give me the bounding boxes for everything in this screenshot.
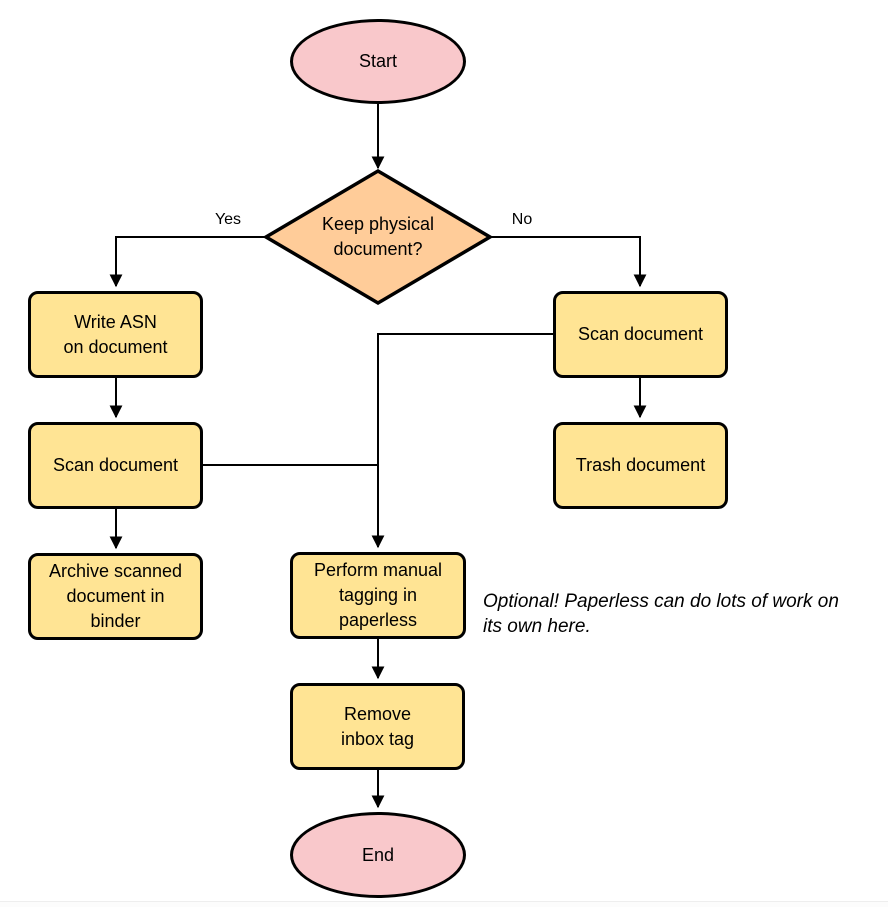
annotation-optional-paperless: Optional! Paperless can do lots of work …: [483, 591, 839, 637]
node-decision-keep-physical-document: Keep physical document?: [321, 214, 435, 259]
node-archive-scanned-document-in-binder: Archive scanned document in binder: [28, 553, 203, 640]
node-perform-manual-tagging-in-paperless: Perform manual tagging in paperless: [290, 552, 466, 639]
edge-label-no: No: [511, 211, 533, 228]
edge-decision-yes-to-write-asn: [109, 236, 266, 288]
node-end: End: [290, 812, 466, 898]
node-trash-document: Trash document: [553, 422, 728, 509]
edge-scan-right-to-perform-tagging: [371, 333, 553, 549]
node-scan-document-right: Scan document: [553, 291, 728, 378]
node-start: Start: [290, 19, 466, 104]
node-scan-document-left: Scan document: [28, 422, 203, 509]
node-write-asn-on-document: Write ASN on document: [28, 291, 203, 378]
edge-label-yes: Yes: [214, 211, 242, 228]
page-bottom-edge: [0, 901, 888, 907]
edge-decision-no-to-scan-right: [490, 236, 647, 288]
decision-diamond-shape: [262, 168, 494, 306]
node-remove-inbox-tag: Remove inbox tag: [290, 683, 465, 770]
